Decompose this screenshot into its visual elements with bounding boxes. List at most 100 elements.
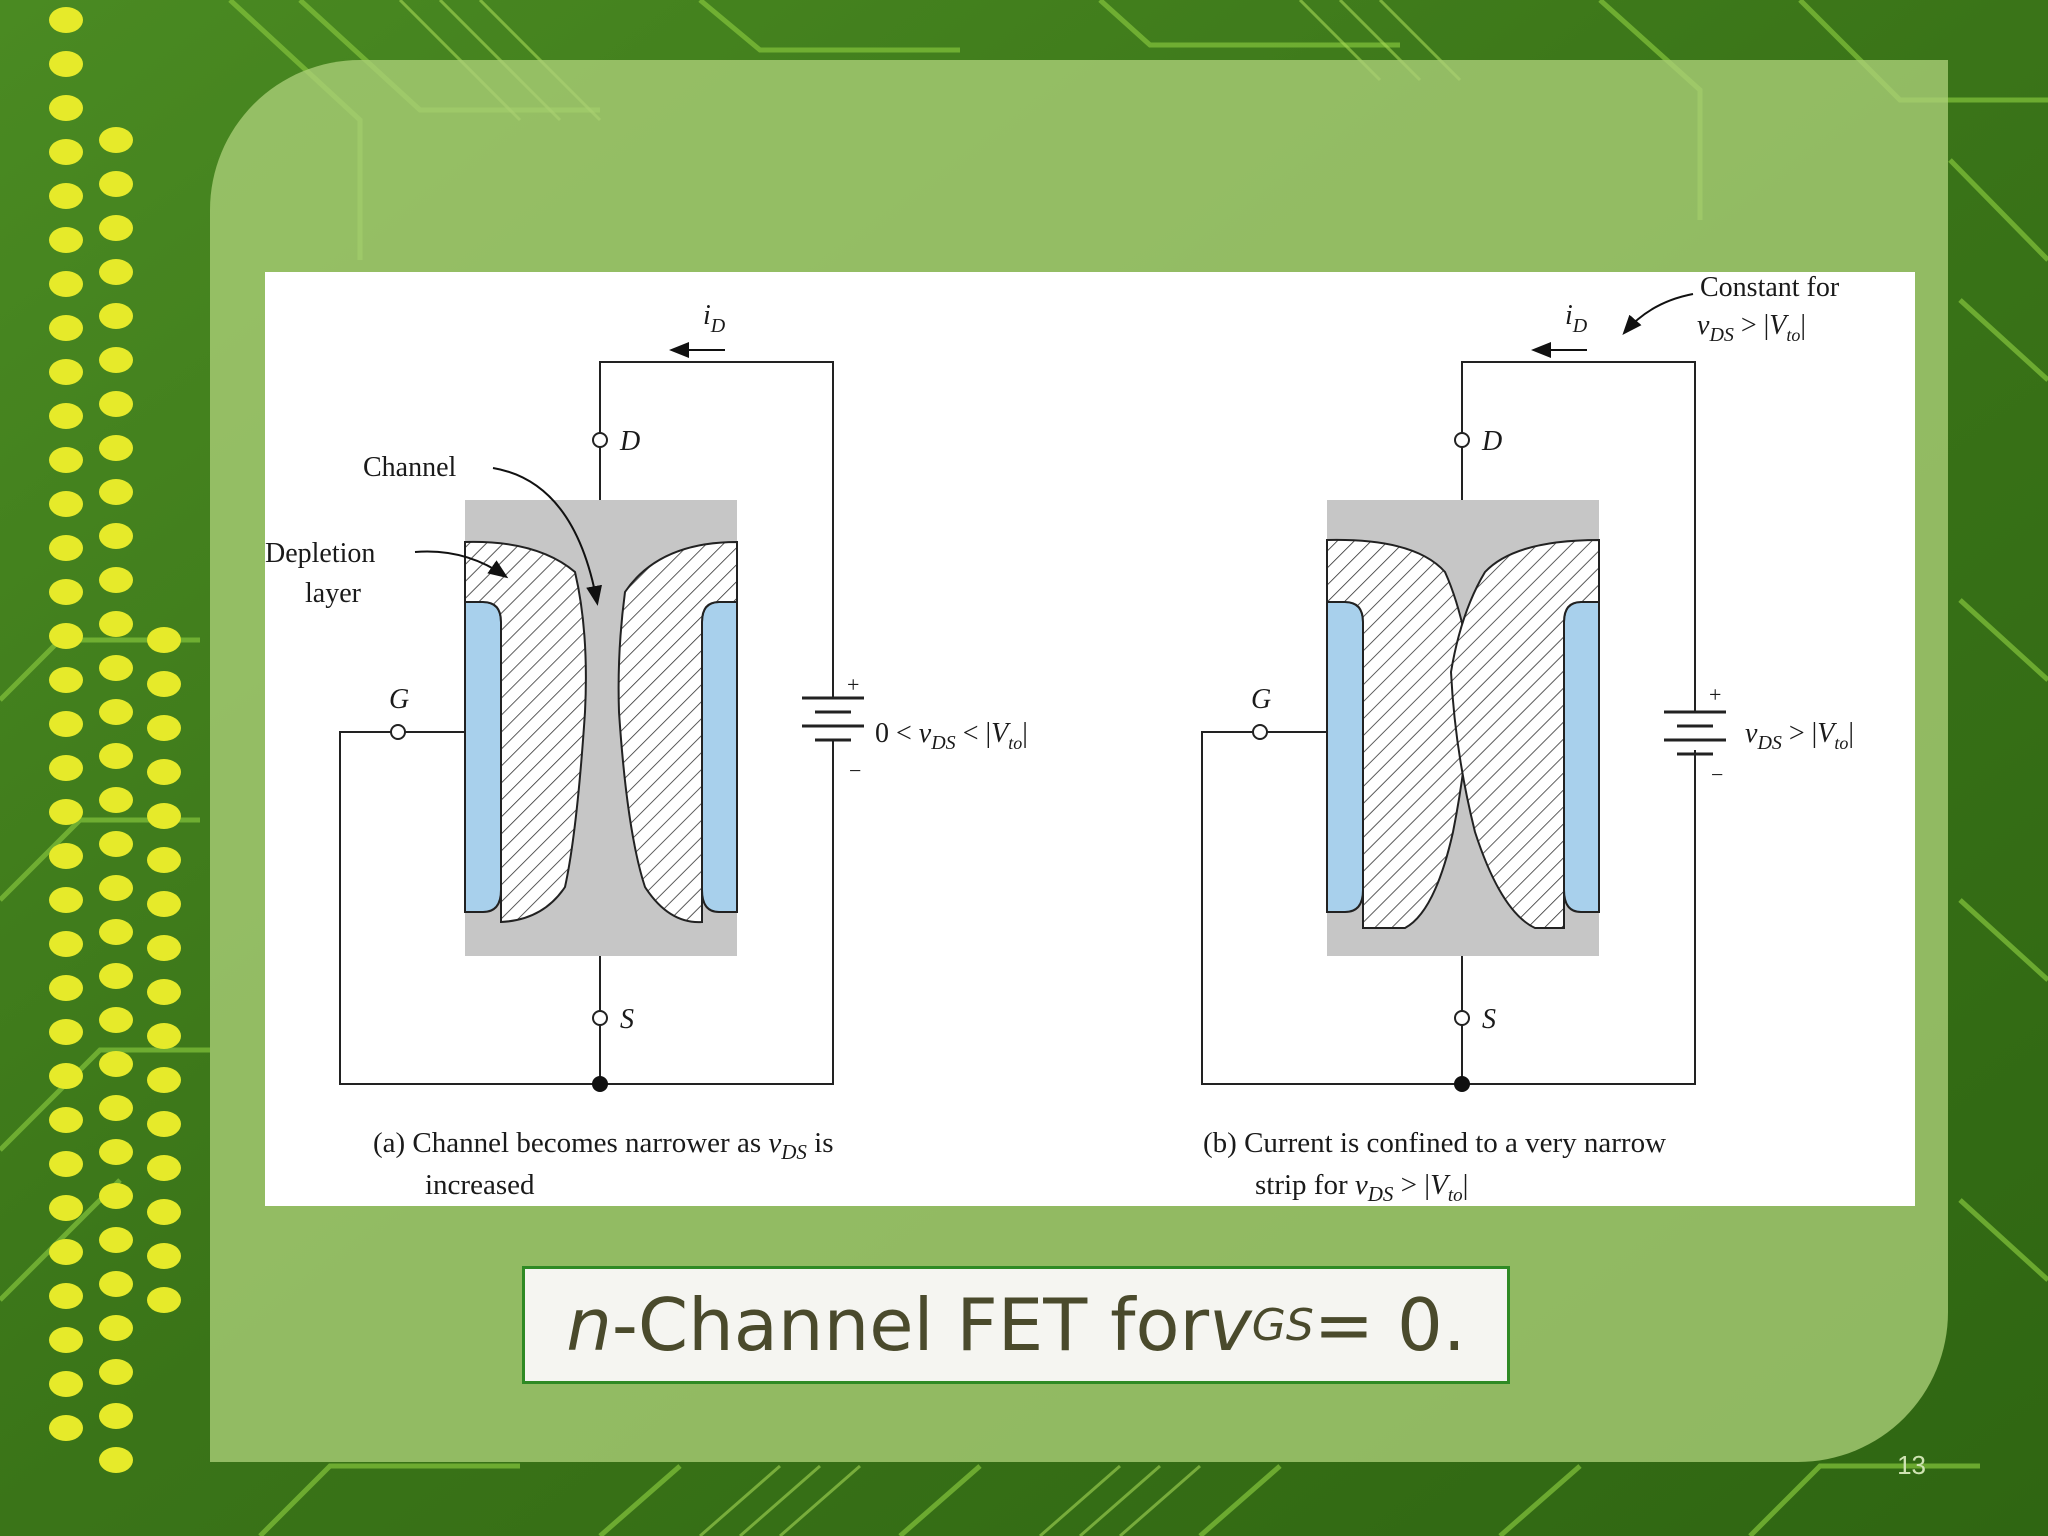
decor-dot [49,139,83,165]
decor-dot [99,1271,133,1297]
decor-dot [99,303,133,329]
decor-dot [99,831,133,857]
decor-dot [99,699,133,725]
decor-dot [99,259,133,285]
decor-dot [99,347,133,373]
decor-dot [49,755,83,781]
decor-dot [147,671,181,697]
panel-a: + − D S G iD Channel [265,300,1028,1201]
decor-dot [99,1183,133,1209]
fet-figure: + − D S G iD Channel [265,272,1915,1206]
drain-label-a: D [619,426,640,457]
depletion-arrow [414,550,509,579]
caption-a-line2: increased [425,1169,535,1201]
decor-dot [99,171,133,197]
decor-dot [49,1063,83,1089]
ground-node-b [1454,1076,1470,1092]
decor-dot [49,1371,83,1397]
decor-dot [49,271,83,297]
caption-a-line1: (a) Channel becomes narrower as vDS is [373,1127,834,1164]
voltage-condition-b: vDS > |Vto| [1745,718,1854,754]
decor-dot [147,1023,181,1049]
drain-current-label-a: iD [703,300,726,337]
decor-dot [99,1315,133,1341]
decor-dot [49,711,83,737]
decor-dot [147,759,181,785]
voltage-condition-a: 0 < vDS < |Vto| [875,718,1028,754]
ground-node-a [592,1076,608,1092]
decor-dot [49,579,83,605]
decor-dot [49,403,83,429]
fet-diagram: + − D S G iD Channel [265,272,1854,1206]
decor-dot [147,1111,181,1137]
decor-dot [99,787,133,813]
slide-number: 13 [1897,1450,1926,1480]
gate-region-right-a [701,601,738,913]
decor-dot [99,523,133,549]
caption-b-line2: strip for vDS > |Vto| [1255,1169,1468,1206]
decor-dot [147,715,181,741]
decor-dot [147,1243,181,1269]
decor-dot [147,1287,181,1313]
decor-dot [49,359,83,385]
gate-terminal-a [390,724,406,740]
constant-condition: vDS > |Vto| [1697,310,1806,346]
battery-plus-b: + [1709,682,1721,707]
drain-current-label-b: iD [1565,300,1588,337]
decor-dot [49,1195,83,1221]
decor-dot [49,95,83,121]
drain-label-b: D [1481,426,1502,457]
decor-dot [49,623,83,649]
gate-region-left-a [464,601,502,913]
title-tail: = 0. [1313,1283,1466,1367]
gate-region-left-b [1326,601,1364,913]
source-label-b: S [1482,1004,1496,1035]
decor-dot [147,935,181,961]
title-rest: -Channel FET for [611,1283,1210,1367]
panel-b: + − D S G iD Constant for vDS > |Vto| vD… [1201,272,1854,1206]
decor-dot [49,227,83,253]
decor-dot [49,7,83,33]
decor-dot [99,567,133,593]
decor-dot [49,491,83,517]
decor-dot [49,1283,83,1309]
gate-label-a: G [389,684,409,715]
decor-dot [147,803,181,829]
decor-dot [49,535,83,561]
decor-dot [49,1107,83,1133]
constant-for-label: Constant for [1700,272,1840,303]
gate-region-right-b [1563,601,1600,913]
decor-dot [49,1327,83,1353]
caption-b-line1: (b) Current is confined to a very narrow [1203,1127,1666,1159]
constant-arrow [1622,293,1694,336]
decor-dot [147,891,181,917]
decor-dot [147,627,181,653]
decor-dot [99,1359,133,1385]
decor-dot [99,435,133,461]
decor-dot [99,1447,133,1473]
decor-dot [147,1067,181,1093]
decor-dot [49,843,83,869]
decor-dot [49,667,83,693]
battery-a [802,696,864,750]
gate-terminal-b [1252,724,1268,740]
decor-dot [99,479,133,505]
decor-dot [99,1051,133,1077]
battery-minus-b: − [1711,762,1723,787]
depletion-layer-left-a [464,540,587,924]
depletion-label-line2: layer [305,578,362,609]
decor-dot [147,847,181,873]
depletion-label-line1: Depletion [265,538,375,569]
decor-dot [49,931,83,957]
decor-dot [99,1095,133,1121]
depletion-layer-right-b [1449,538,1600,929]
decor-dot [49,975,83,1001]
battery-b [1664,698,1726,764]
source-terminal-b [1454,1010,1470,1026]
title-subscript: GS [1251,1299,1314,1351]
decor-dot [99,1403,133,1429]
decor-dot [147,979,181,1005]
decor-dot [99,655,133,681]
gate-label-b: G [1251,684,1271,715]
